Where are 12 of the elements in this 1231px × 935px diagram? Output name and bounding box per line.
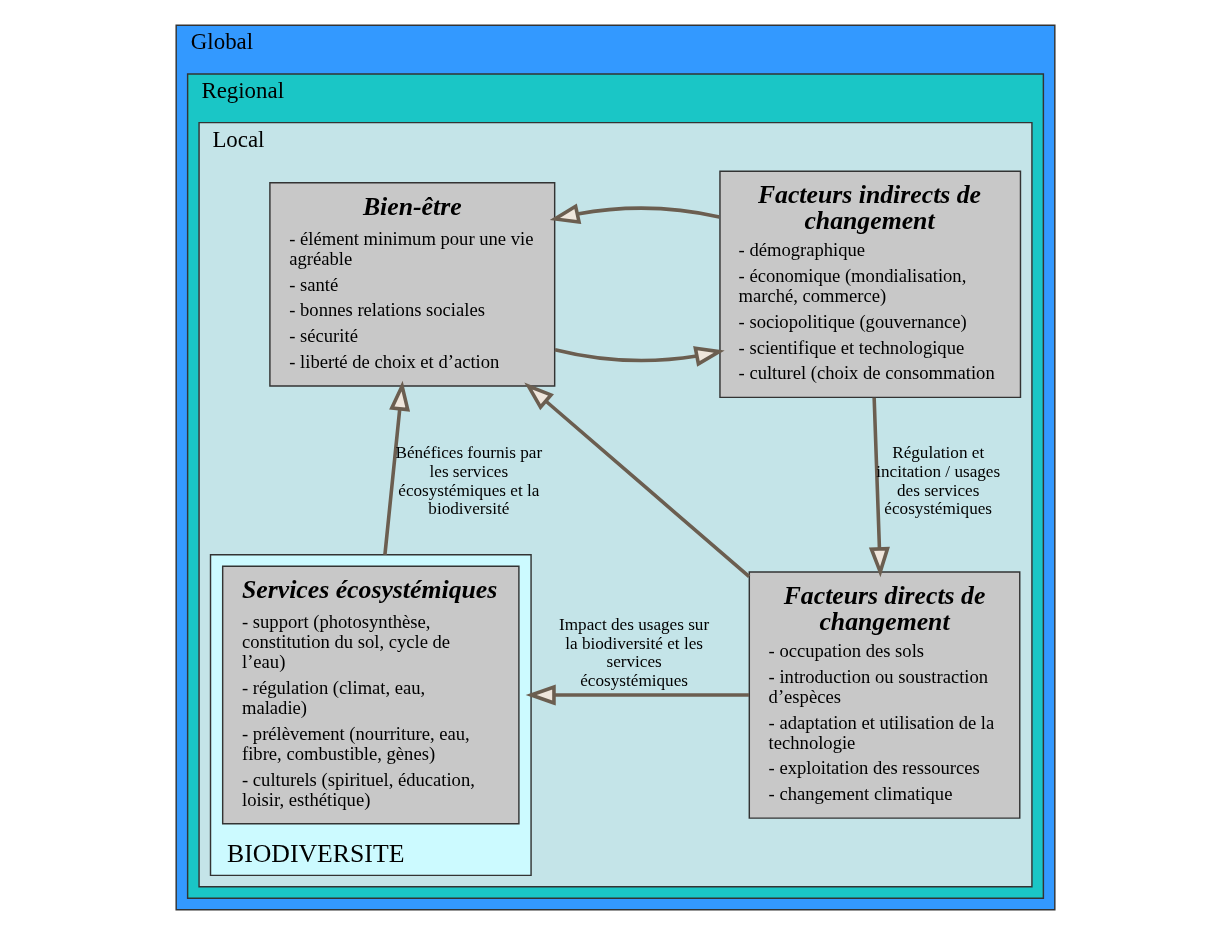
node-box: Bien-être - élément minimum pour une vie agréable - santé - bonnes relations sociales - sécurité - liberté de choix et d’action xyxy=(269,182,556,387)
node-box: Facteurs directs de changement - occupation des sols - introduction ou soustraction d’espèces - adaptation et utilisation de la technologie - exploitation des ressources - changement climatique xyxy=(748,571,1021,819)
arrow xyxy=(549,203,720,224)
arrow xyxy=(554,346,725,367)
arrow xyxy=(383,380,411,555)
arrow xyxy=(524,382,751,579)
arrow xyxy=(868,397,890,578)
arrow xyxy=(525,684,749,706)
node-box: Services écosystémiques - support (photosynthèse, constitution du sol, cycle de l’eau) - régulation (climat, eau, maladie) - prélèvement (nourriture, eau, fibre, combustible, gènes) - culturels (spirituel, éducation, loisir, esthétique) xyxy=(221,565,520,825)
node-box: Facteurs indirects de changement - démographique - économique (mondialisation, marché, commerce) - sociopolitique (gouvernance) - scientifique et technologique - culturel (choix de consommation xyxy=(719,170,1022,399)
edge-label: Impact des usages sur la biodiversité et les services écosystémiques xyxy=(559,615,710,690)
edge-label: Bénéfices fournis par les services écosystémiques et la biodiversité xyxy=(395,443,543,519)
